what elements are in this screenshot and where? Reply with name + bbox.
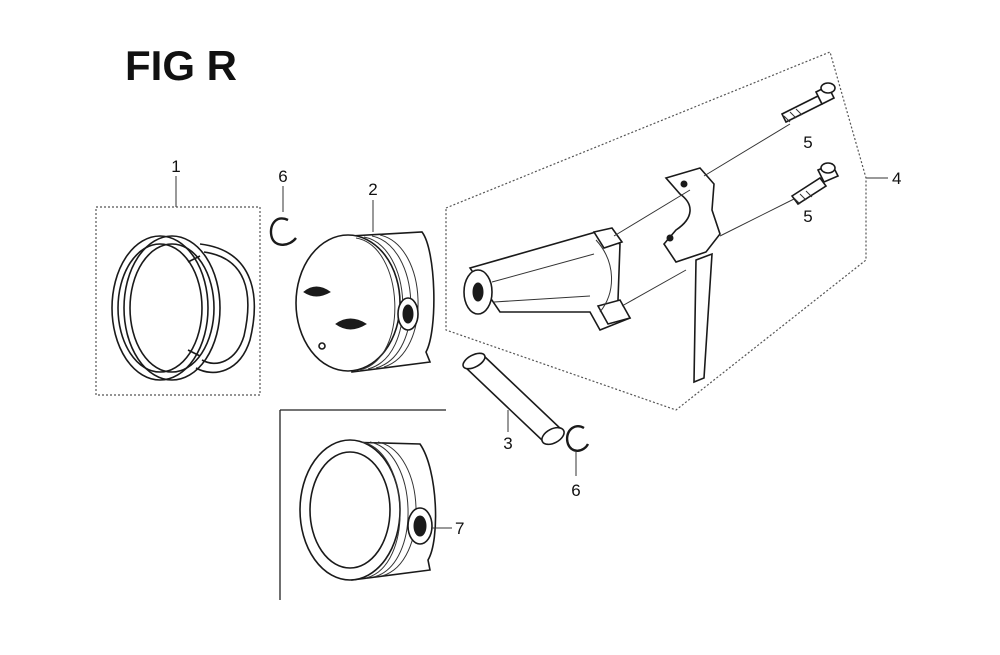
callout-1: 1 xyxy=(171,157,180,176)
rod-assembly-bracket xyxy=(445,51,867,411)
alternate-piston-group xyxy=(279,409,452,600)
callout-2: 2 xyxy=(368,180,377,199)
figure-title: FIG R xyxy=(125,42,237,89)
callout-3: 3 xyxy=(503,434,512,453)
guide-line-bolt-lower xyxy=(719,195,801,237)
callout-5-lower: 5 xyxy=(803,207,812,226)
guide-line-upper xyxy=(613,189,691,237)
piston-icon xyxy=(295,231,435,373)
bolt-icon xyxy=(780,82,836,124)
connecting-rod-icon xyxy=(463,227,632,332)
bolt-icon xyxy=(790,162,840,206)
callout-6-left: 6 xyxy=(278,167,287,186)
circlip-icon xyxy=(565,425,590,452)
guide-line-bolt-upper xyxy=(703,123,791,177)
connecting-rod-assembly xyxy=(445,51,888,411)
callout-5-upper: 5 xyxy=(803,133,812,152)
piston-pin-icon xyxy=(462,352,565,446)
callout-7: 7 xyxy=(455,519,464,538)
callout-6-right: 6 xyxy=(571,481,580,500)
piston-ring-set xyxy=(95,176,261,396)
ring-set-bracket xyxy=(95,206,261,396)
piston-rings-icon xyxy=(111,235,256,381)
callout-4: 4 xyxy=(892,169,901,188)
guide-line-lower xyxy=(621,269,687,307)
circlip-icon xyxy=(269,217,297,246)
rod-cap-icon xyxy=(662,167,721,384)
piston-icon xyxy=(299,439,437,581)
